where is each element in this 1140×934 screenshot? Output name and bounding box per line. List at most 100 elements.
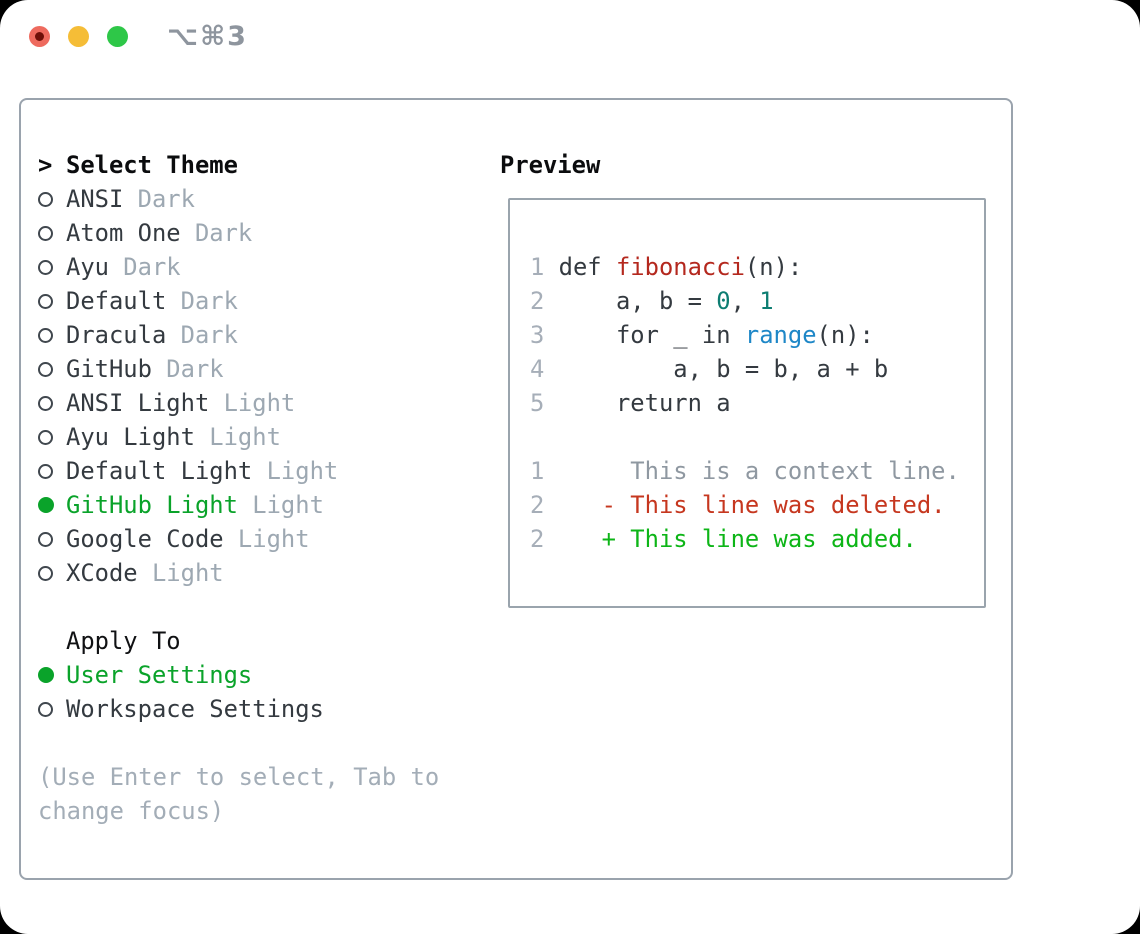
theme-option[interactable]: Ayu Light Light: [38, 420, 478, 454]
code-token: 0: [716, 287, 731, 315]
theme-name: Atom One: [66, 219, 181, 247]
radio-icon: [38, 259, 53, 275]
theme-option[interactable]: ANSI Dark: [38, 182, 478, 216]
theme-option[interactable]: ANSI Light Light: [38, 386, 478, 420]
theme-name: Default: [66, 287, 167, 315]
marker-cell: [38, 191, 66, 207]
marker-cell: [38, 225, 66, 241]
close-button[interactable]: [29, 26, 50, 47]
theme-variant-tag: Light: [194, 423, 281, 451]
code-line: 2 a, b = 0, 1: [530, 284, 960, 318]
apply-option-name: Workspace Settings: [66, 695, 324, 723]
line-number: 4: [530, 355, 545, 383]
apply-to-option[interactable]: Workspace Settings: [38, 692, 478, 726]
line-number: 2: [530, 491, 545, 519]
code-token: This is a context line.: [544, 457, 960, 485]
code-line: 1 def fibonacci(n):: [530, 250, 960, 284]
theme-variant-tag: Light: [137, 559, 224, 587]
marker-cell: [38, 259, 66, 275]
code-token: 1: [759, 287, 774, 315]
unsaved-indicator-icon: [35, 32, 44, 41]
theme-option[interactable]: Ayu Dark: [38, 250, 478, 284]
spacer-row: [38, 726, 478, 760]
theme-name: GitHub Light: [66, 491, 238, 519]
radio-icon: [38, 463, 53, 479]
hint-line: (Use Enter to select, Tab to: [38, 763, 440, 791]
radio-icon: [38, 565, 53, 581]
code-line: 5 return a: [530, 386, 960, 420]
code-line: 2 - This line was deleted.: [530, 488, 960, 522]
zoom-button[interactable]: [107, 26, 128, 47]
hint-text: (Use Enter to select, Tab to: [38, 760, 478, 794]
theme-variant-tag: Dark: [180, 219, 253, 247]
radio-icon: [38, 701, 53, 717]
theme-variant-tag: Dark: [166, 287, 238, 315]
theme-variant-tag: Dark: [123, 185, 195, 213]
marker-cell: [38, 667, 66, 683]
theme-option-text: XCode Light: [66, 556, 224, 590]
code-line: 3 for _ in range(n):: [530, 318, 960, 352]
theme-option-text: Ayu Light Light: [66, 420, 281, 454]
radio-icon: [38, 395, 53, 411]
code-token: a, b =: [544, 287, 717, 315]
radio-icon: [38, 327, 53, 343]
radio-icon: [38, 293, 53, 309]
apply-to-label: Apply To: [66, 627, 181, 655]
marker-cell: [38, 327, 66, 343]
radio-icon: [38, 531, 53, 547]
marker-cell: [38, 701, 66, 717]
radio-icon: [38, 191, 53, 207]
select-theme-label: Select Theme: [66, 151, 238, 179]
preview-box: [508, 198, 986, 608]
radio-icon: [38, 361, 53, 377]
theme-option-text: Dracula Dark: [66, 318, 238, 352]
minimize-button[interactable]: [68, 26, 89, 47]
traffic-lights: [29, 26, 128, 47]
code-token: fibonacci: [615, 253, 745, 281]
theme-option[interactable]: XCode Light: [38, 556, 478, 590]
theme-name: Dracula: [66, 321, 167, 349]
marker-cell: [38, 565, 66, 581]
code-token: (n):: [744, 253, 803, 281]
theme-name: ANSI Light: [66, 389, 210, 417]
line-number: 1: [530, 457, 545, 485]
radio-icon: [38, 225, 53, 241]
preview-heading: Preview: [500, 151, 601, 179]
line-number: 2: [530, 287, 545, 315]
prompt-icon: >: [38, 151, 53, 179]
code-token: for _ in: [544, 321, 745, 349]
code-token: (n):: [816, 321, 874, 349]
code-line: 4 a, b = b, a + b: [530, 352, 960, 386]
theme-option[interactable]: Atom One Dark: [38, 216, 478, 250]
theme-option[interactable]: GitHub Light Light: [38, 488, 478, 522]
theme-option[interactable]: GitHub Dark: [38, 352, 478, 386]
theme-option[interactable]: Default Light Light: [38, 454, 478, 488]
apply-option-name: User Settings: [66, 661, 253, 689]
spacer-row: [38, 590, 478, 624]
radio-selected-icon: [38, 497, 54, 513]
apply-to-option[interactable]: User Settings: [38, 658, 478, 692]
theme-option-text: Default Light Light: [66, 454, 338, 488]
theme-option-text: Atom One Dark: [66, 216, 252, 250]
theme-variant-tag: Light: [209, 389, 296, 417]
marker-cell: >: [38, 148, 66, 182]
theme-name: Ayu Light: [66, 423, 195, 451]
marker-cell: [38, 429, 66, 445]
code-token: + This line was added.: [544, 525, 917, 553]
code-token: a, b = b, a + b: [544, 355, 889, 383]
marker-cell: [38, 395, 66, 411]
theme-variant-tag: Dark: [151, 355, 224, 383]
theme-option[interactable]: Google Code Light: [38, 522, 478, 556]
theme-option[interactable]: Default Dark: [38, 284, 478, 318]
theme-name: Google Code: [66, 525, 224, 553]
select-theme-header: > Select Theme: [38, 148, 478, 182]
titlebar: ⌥⌘3: [0, 0, 1140, 74]
hint-line: change focus): [38, 797, 225, 825]
theme-option[interactable]: Dracula Dark: [38, 318, 478, 352]
code-token: ,: [730, 287, 760, 315]
marker-cell: [38, 361, 66, 377]
window-shortcut-label: ⌥⌘3: [167, 21, 248, 52]
marker-cell: [38, 293, 66, 309]
theme-option-text: ANSI Light Light: [66, 386, 295, 420]
theme-name: XCode: [66, 559, 138, 587]
